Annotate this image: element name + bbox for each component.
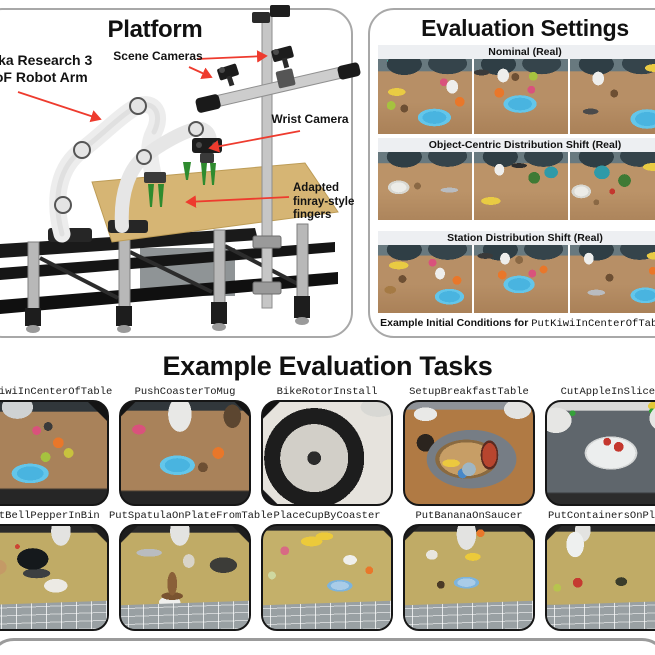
robot-arm-label: Franka Research 3 7-DoF Robot Arm (0, 52, 130, 86)
section-header-nominal: Nominal (Real) (378, 45, 655, 59)
platform-title: Platform (107, 16, 203, 43)
station-shift-image-row (378, 245, 655, 313)
tasks-title: Example Evaluation Tasks (162, 351, 493, 381)
station-shift-photo-1 (378, 245, 472, 313)
evaluation-caption-prefix: Example Initial Conditions for (380, 317, 532, 329)
nominal-photo-3 (570, 59, 655, 134)
robot-arm-label-line2: 7-DoF Robot Arm (0, 69, 88, 85)
scene-cameras-label: Scene Cameras (113, 49, 203, 63)
object-shift-photo-2 (474, 152, 568, 220)
wrist-camera-label: Wrist Camera (271, 112, 349, 126)
task-photo-bikerotorinstall (261, 400, 393, 506)
station-shift-photo-3 (570, 245, 655, 313)
task-photo-putbellpepperinbin (0, 524, 109, 631)
task-photo-putcontainersonplate (545, 524, 655, 631)
fingers-label: Adapted finray-style fingers (293, 182, 355, 221)
task-label: SetupBreakfastTable (409, 386, 529, 398)
station-shift-photo-2 (474, 245, 568, 313)
task-label: PutBellPepperInBin (0, 510, 100, 522)
task-label: PushCoasterToMug (134, 386, 236, 398)
cropped-bottom-panel-edge (0, 638, 655, 655)
task-photo-putbananaonsaucer (403, 524, 535, 631)
task-photo-putkiwiincenteroftable (0, 400, 109, 506)
task-label: PutContainersOnPlate (547, 510, 655, 522)
robot-arm-label-line1: Franka Research 3 (0, 52, 93, 68)
evaluation-settings-title: Evaluation Settings (421, 15, 629, 41)
task-label: PutBananaOnSaucer (415, 510, 523, 522)
evaluation-caption-task-code: PutKiwiInCenterOfTable (531, 318, 655, 330)
object-shift-photo-1 (378, 152, 472, 220)
evaluation-caption: Example Initial Conditions for PutKiwiIn… (378, 317, 655, 330)
section-header-station-shift: Station Distribution Shift (Real) (378, 231, 655, 245)
nominal-image-row (378, 59, 655, 134)
task-label: PutSpatulaOnPlateFromTable (109, 510, 273, 522)
task-label: CutAppleInSlices (560, 386, 655, 398)
task-photo-putspatulaonplatefromtable (119, 524, 251, 631)
nominal-photo-2 (474, 59, 568, 134)
task-label: PutKiwiInCenterOfTable (0, 386, 113, 398)
object-shift-photo-3 (570, 152, 655, 220)
task-label: PlaceCupByCoaster (273, 510, 381, 522)
task-label: BikeRotorInstall (276, 386, 378, 398)
object-shift-image-row (378, 152, 655, 220)
task-photo-placecupbycoaster (261, 524, 393, 631)
section-header-object-shift: Object-Centric Distribution Shift (Real) (378, 138, 655, 152)
nominal-photo-1 (378, 59, 472, 134)
task-photo-cutappleinslices (545, 400, 655, 506)
task-photo-setupbreakfasttable (403, 400, 535, 506)
task-photo-pushcoastertomug (119, 400, 251, 506)
